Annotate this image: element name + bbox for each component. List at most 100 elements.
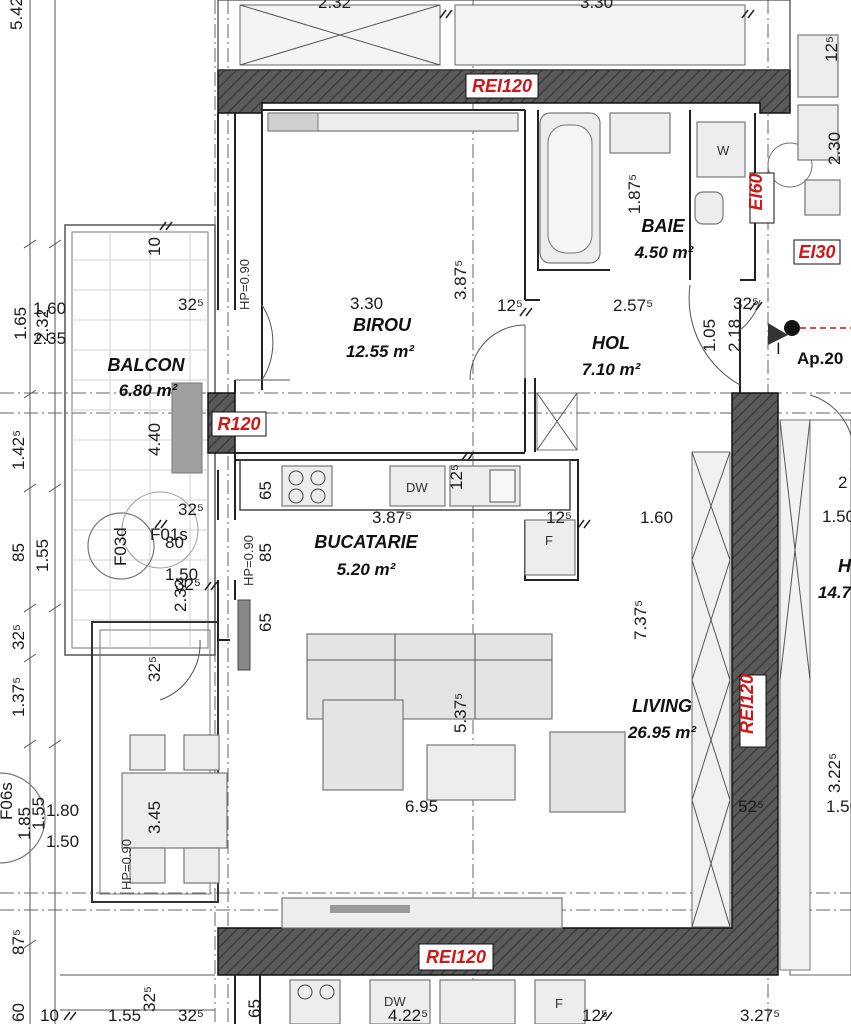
dim: 1.80 — [46, 801, 79, 820]
chair — [183, 734, 220, 771]
dim: HP=0.90 — [241, 535, 256, 586]
dim: 5.42 — [7, 0, 26, 30]
dim: 32⁵ — [140, 986, 159, 1012]
door-swing-f03d — [87, 512, 155, 580]
fire-label-box-right — [739, 674, 767, 748]
door-swing-entry — [688, 284, 741, 386]
dim: 1.50 — [165, 565, 198, 584]
dim: 1.50 — [46, 832, 79, 851]
room-name-baie: BAIE — [641, 216, 685, 236]
dim: 2.32 — [33, 309, 52, 342]
dim: 5.37⁵ — [451, 693, 470, 733]
dim: 2.57⁵ — [613, 296, 653, 315]
fire-label-box-ei60 — [749, 172, 775, 224]
dim: 2.35 — [33, 329, 66, 348]
wall-living — [217, 392, 779, 976]
chair — [129, 847, 166, 884]
dim: 1.55 — [33, 539, 52, 572]
balcony-unit — [171, 382, 203, 474]
room-area-bucatarie: 5.20 m² — [337, 560, 397, 579]
dim: 3.27⁵ — [740, 1006, 780, 1024]
room-name-living: LIVING — [632, 696, 692, 716]
kitchen-counter — [239, 459, 576, 576]
toilet — [694, 191, 724, 225]
dim: 3.30 — [350, 294, 383, 313]
living-furniture — [159, 451, 731, 929]
radiator-kitchen — [237, 599, 251, 671]
inner-walls — [217, 109, 756, 641]
dim: 12⁵ — [822, 36, 841, 62]
dim: 3.22⁵ — [825, 753, 844, 793]
dim: DW — [406, 480, 428, 495]
dim: 1.55 — [29, 797, 48, 830]
dim: 65 — [256, 613, 275, 632]
dim: 2 — [838, 473, 847, 492]
dim: 12⁵ — [497, 296, 523, 315]
dim: 32⁵ — [178, 1006, 204, 1024]
dim: 6.95 — [405, 797, 438, 816]
dim: HP=0.90 — [119, 839, 134, 890]
room-area-balcon: 6.80 m² — [119, 381, 179, 400]
dim: 4.40 — [145, 423, 164, 456]
washing-machine — [696, 121, 746, 178]
dim: 1.42⁵ — [9, 430, 28, 470]
wardrobe — [691, 451, 731, 928]
dim: F — [545, 533, 553, 548]
dishwasher — [389, 465, 446, 507]
room-name-bucatarie: BUCATARIE — [314, 532, 418, 552]
dim: W — [717, 143, 730, 158]
dim: 2.30 — [825, 132, 844, 165]
room-name-hol: HOL — [592, 333, 630, 353]
dim: 32⁵ — [178, 500, 204, 519]
stove — [281, 465, 333, 507]
fire-label-bottom: REI120 — [426, 947, 486, 967]
room-area-right: 14.7 — [818, 583, 851, 602]
dim: 3.30 — [580, 0, 613, 12]
dim: DW — [384, 994, 406, 1009]
fire-label-ei30: EI30 — [798, 242, 835, 262]
dim: 32⁵ — [145, 656, 164, 682]
fire-label-right: REI120 — [737, 674, 757, 734]
armchair — [549, 731, 626, 813]
dim: F06s — [0, 782, 16, 820]
tick-marks — [63, 9, 763, 1021]
chair — [129, 734, 166, 771]
dim: 65 — [245, 999, 264, 1018]
dining-table — [121, 772, 228, 849]
fire-label-box-top — [465, 73, 539, 99]
bathroom-fixtures — [539, 34, 841, 264]
dim: 1.37⁵ — [9, 677, 28, 717]
apartment-label: Ap.20 — [797, 349, 843, 368]
dim: 2.32 — [171, 579, 190, 612]
dim: 3.87⁵ — [451, 260, 470, 300]
room-area-baie: 4.50 m² — [634, 243, 695, 262]
dim: F — [555, 996, 563, 1011]
dim: 10 — [40, 1006, 59, 1024]
dim: 1.87⁵ — [625, 174, 644, 214]
coffee-table — [426, 744, 516, 801]
neighbor-right — [779, 394, 851, 976]
dim: 85 — [9, 543, 28, 562]
neighbor-bottom — [60, 974, 586, 1024]
dim: 7.37⁵ — [631, 600, 650, 640]
left-dimension-strip — [23, 0, 62, 1024]
dim: 60 — [9, 1003, 28, 1022]
room-name-birou: BIROU — [353, 315, 412, 335]
dim: 4.22⁵ — [388, 1006, 428, 1024]
dim: 3.87⁵ — [372, 508, 412, 527]
fire-label-ei60: EI60 — [746, 173, 766, 210]
fire-label-box-left — [211, 411, 267, 437]
room-name-balcon: BALCON — [108, 355, 186, 375]
door-swing-birou-balcony — [261, 304, 274, 381]
entry-point — [784, 320, 800, 336]
dining-area — [0, 621, 228, 903]
room-name-right: H — [838, 556, 851, 576]
door-swing-birou — [469, 324, 526, 381]
room-area-living: 26.95 m² — [627, 723, 697, 742]
dim: 1.50 — [826, 797, 851, 816]
dim: 1.65 — [11, 307, 30, 340]
chaise — [322, 699, 404, 791]
dim: 1.50 — [822, 507, 851, 526]
dim: 32⁵ — [175, 575, 201, 594]
